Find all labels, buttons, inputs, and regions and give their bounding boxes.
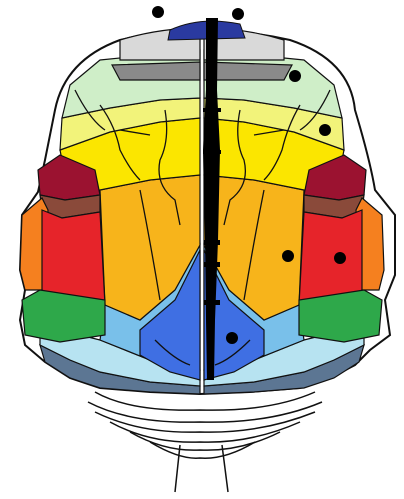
cerebellum	[88, 392, 322, 492]
marker-right-mid	[319, 124, 331, 136]
region-red-left	[42, 210, 105, 305]
region-green-left	[22, 290, 105, 342]
region-dark-gray-left	[112, 62, 200, 80]
marker-right-upper	[289, 70, 301, 82]
marker-right-red	[334, 252, 346, 264]
region-red-right	[299, 210, 362, 305]
marker-top-left	[152, 6, 164, 18]
left-hemisphere	[20, 28, 200, 394]
region-green-right	[299, 290, 382, 342]
marker-right-yellow	[282, 250, 294, 262]
marker-top-center	[232, 8, 244, 20]
marker-center-blue	[226, 332, 238, 344]
